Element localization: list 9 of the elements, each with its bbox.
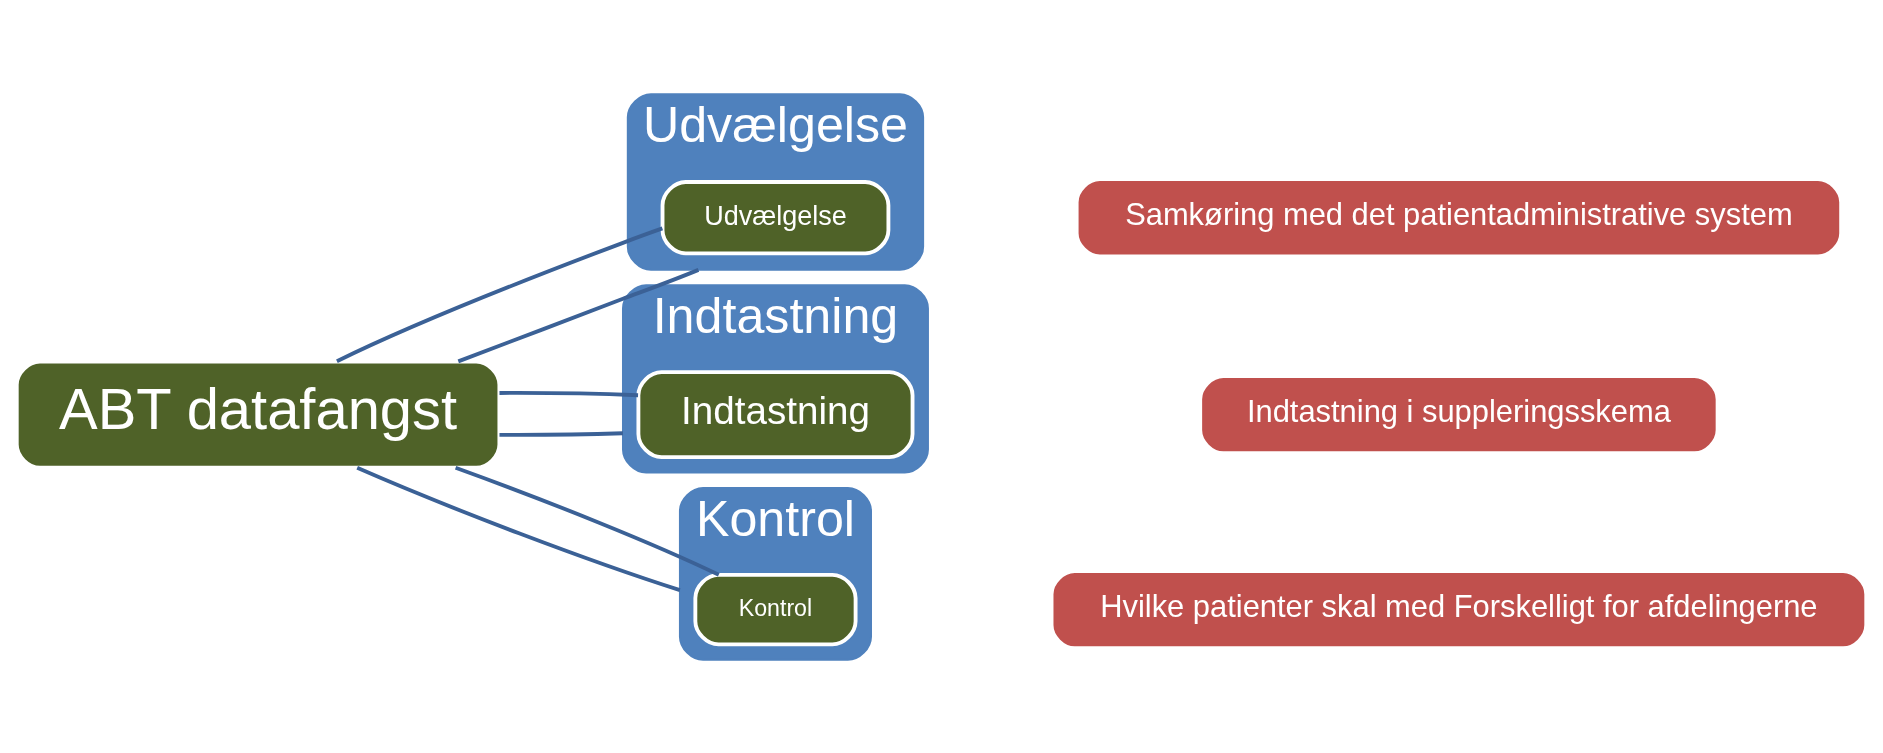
connector [499,430,623,437]
connector [499,390,639,397]
node-box: Udvælgelse [660,179,891,255]
connector [457,267,700,363]
node-box: Kontrol [693,572,858,646]
connector [356,465,681,592]
connector [454,465,720,577]
connector [336,226,663,363]
node-box: Indtastning [636,369,915,459]
